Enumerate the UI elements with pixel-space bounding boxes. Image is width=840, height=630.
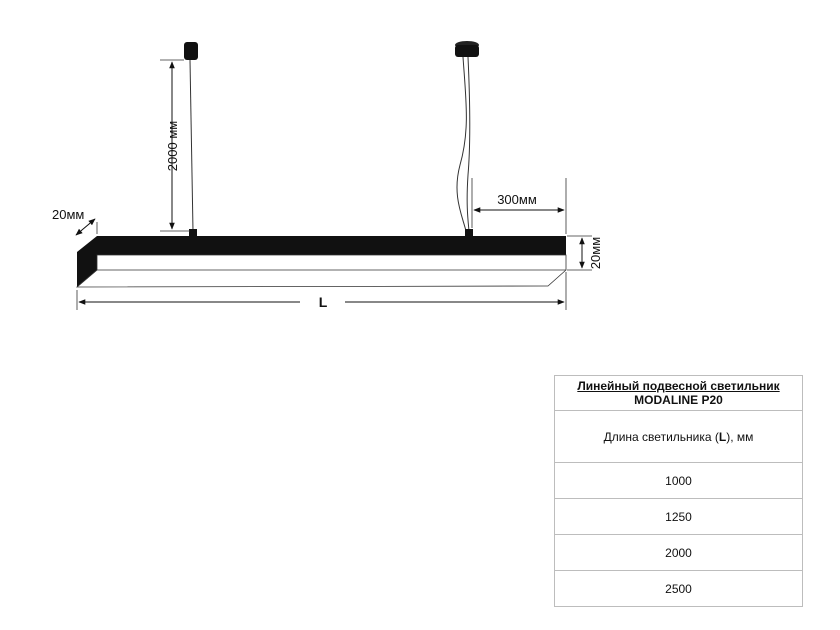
header-bold: L [718, 429, 727, 444]
header-prefix: Длина светильника ( [603, 429, 719, 444]
dim-width [75, 218, 98, 236]
mount-left [189, 229, 197, 237]
dim-cable-length [160, 59, 190, 232]
spec-title-line2: MODALINE P20 [634, 393, 723, 407]
mount-right [465, 229, 473, 237]
cable-left [189, 59, 194, 232]
header-suffix: ), мм [726, 429, 754, 444]
dim-width-label: 20мм [52, 207, 84, 222]
dim-height [567, 235, 592, 271]
dim-length-label: L [319, 294, 328, 310]
dim-cable-label: 2000 мм [165, 121, 180, 171]
table-row: 1250 [555, 498, 802, 534]
dim-length [76, 272, 567, 310]
dim-height-label: 20мм [588, 237, 603, 269]
cable-right-2 [466, 56, 471, 232]
spec-table-header: Длина светильника (L), мм [555, 410, 802, 462]
length-value: 1250 [665, 509, 692, 524]
cable-right [456, 56, 467, 232]
table-row: 2500 [555, 570, 802, 606]
dim-offset-label: 300мм [497, 192, 537, 207]
length-value: 2500 [665, 581, 692, 596]
dim-offset [471, 178, 567, 234]
spec-title-line1: Линейный подвесной светильник [577, 379, 780, 393]
table-row: 2000 [555, 534, 802, 570]
canopy-right [455, 41, 479, 57]
length-value: 1000 [665, 473, 692, 488]
spec-table: Линейный подвесной светильник MODALINE P… [554, 375, 803, 607]
canopy-left [184, 42, 198, 60]
luminaire-body [75, 236, 567, 288]
spec-table-title: Линейный подвесной светильник MODALINE P… [555, 376, 802, 410]
table-row: 1000 [555, 462, 802, 498]
length-value: 2000 [665, 545, 692, 560]
